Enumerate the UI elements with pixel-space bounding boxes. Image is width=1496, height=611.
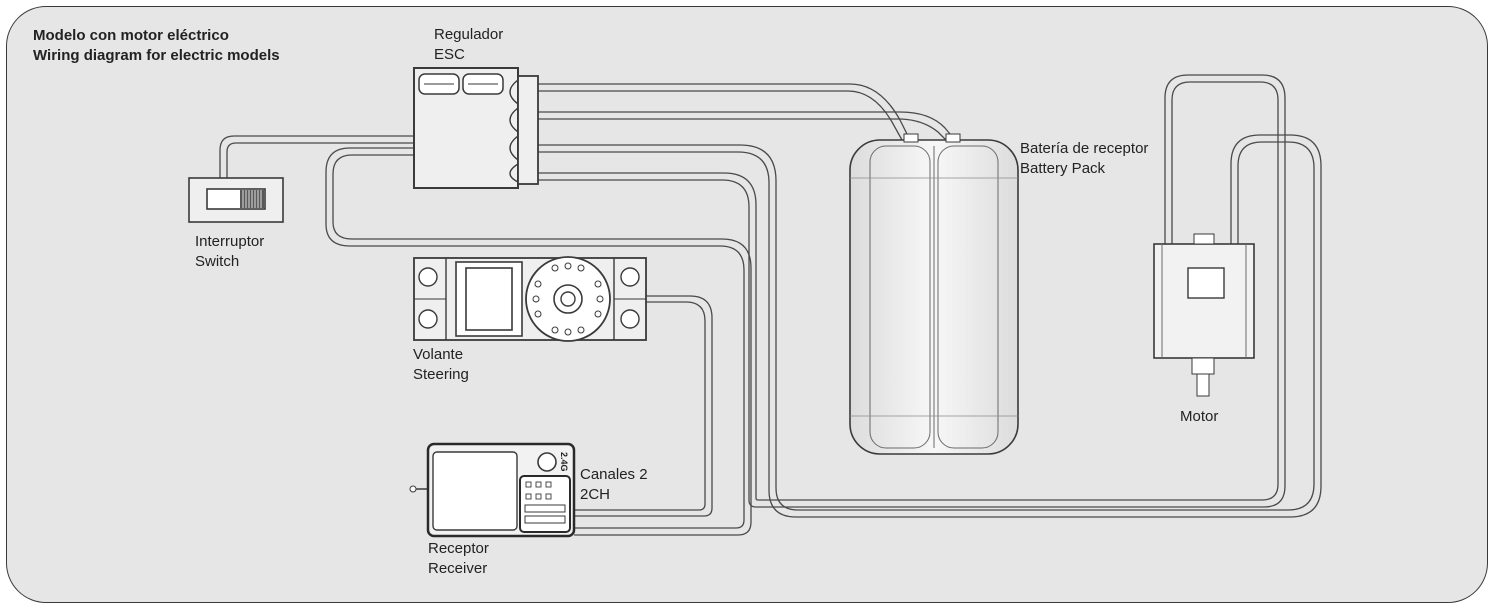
esc-unit xyxy=(413,67,539,189)
esc-motor-wire-d xyxy=(538,74,1286,508)
servo-wire-inner xyxy=(574,301,706,511)
switch-wire-inner xyxy=(226,142,415,178)
esc-label-english: ESC xyxy=(434,46,465,63)
battery-label: Batería de receptor Battery Pack xyxy=(1020,139,1148,179)
switch-unit xyxy=(188,177,284,223)
battery-pack xyxy=(849,133,1019,455)
channels-label: Canales 2 2CH xyxy=(580,465,648,505)
switch-wire xyxy=(219,135,415,178)
switch-label-english: Switch xyxy=(195,253,240,270)
title-line-english: Wiring diagram for electric models xyxy=(33,47,280,64)
esc-receiver-wire xyxy=(325,147,745,529)
diagram-title: Modelo con motor eléctrico Wiring diagra… xyxy=(33,26,280,66)
receiver-badge: 2.4G xyxy=(559,452,569,472)
servo-label-spanish: Volante xyxy=(413,346,464,363)
receiver-label: Receptor Receiver xyxy=(428,539,489,579)
receiver-label-spanish: Receptor xyxy=(428,540,489,557)
channels-label-english: 2CH xyxy=(580,486,611,503)
battery-label-spanish: Batería de receptor xyxy=(1020,140,1149,157)
switch-label-spanish: Interruptor xyxy=(195,233,265,250)
motor-label: Motor xyxy=(1180,407,1218,427)
receiver-unit: 2.4G xyxy=(409,442,576,538)
esc-label-spanish: Regulador xyxy=(434,26,504,43)
servo-label: Volante Steering xyxy=(413,345,469,385)
servo-wire xyxy=(574,295,713,517)
esc-motor-wire-a xyxy=(538,141,1315,511)
esc-receiver-wire-inner xyxy=(332,154,752,536)
receiver-label-english: Receiver xyxy=(428,560,488,577)
motor-unit xyxy=(1153,233,1255,397)
title-line-spanish: Modelo con motor eléctrico xyxy=(33,27,229,44)
esc-battery-wire-d xyxy=(538,118,947,141)
esc-label: Regulador ESC xyxy=(434,25,503,65)
motor-label-text: Motor xyxy=(1180,408,1219,425)
esc-battery-wire-c xyxy=(538,111,956,141)
channels-label-spanish: Canales 2 xyxy=(580,466,648,483)
esc-battery-wire-b xyxy=(538,90,903,141)
esc-motor-wire-b xyxy=(538,134,1322,518)
esc-motor-wire-c xyxy=(538,81,1279,501)
servo-label-english: Steering xyxy=(413,366,469,383)
servo-unit xyxy=(413,256,647,342)
battery-label-english: Battery Pack xyxy=(1020,160,1106,177)
switch-label: Interruptor Switch xyxy=(195,232,264,272)
